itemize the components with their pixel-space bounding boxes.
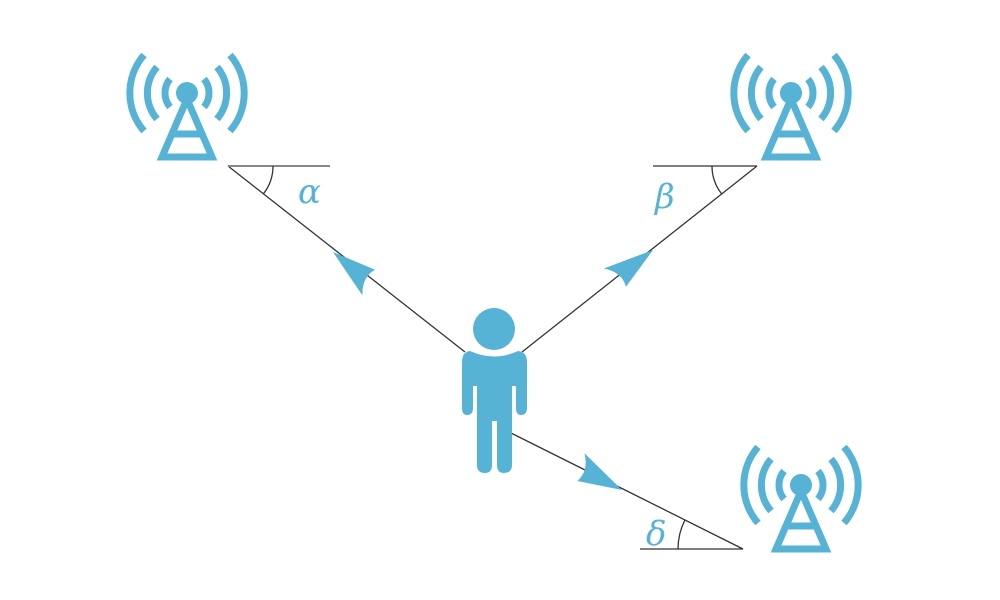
arrowhead-icon-delta — [571, 453, 630, 501]
signal-line-delta — [510, 432, 744, 550]
person-icon — [462, 308, 527, 473]
radio-tower-icon-top-left — [130, 55, 244, 157]
radio-tower-icon-bottom-right — [744, 447, 858, 549]
radio-tower-icon-top-right — [734, 55, 848, 157]
angle-arc-delta — [677, 519, 686, 550]
angle-label-delta: δ — [646, 514, 666, 554]
angle-label-alpha: α — [298, 172, 321, 212]
arrowhead-icon-alpha — [323, 242, 380, 296]
arrowhead-icon-beta — [603, 237, 661, 291]
angle-label-beta: β — [653, 177, 675, 217]
angle-arc-beta — [711, 165, 723, 195]
angle-arc-alpha — [262, 165, 274, 195]
